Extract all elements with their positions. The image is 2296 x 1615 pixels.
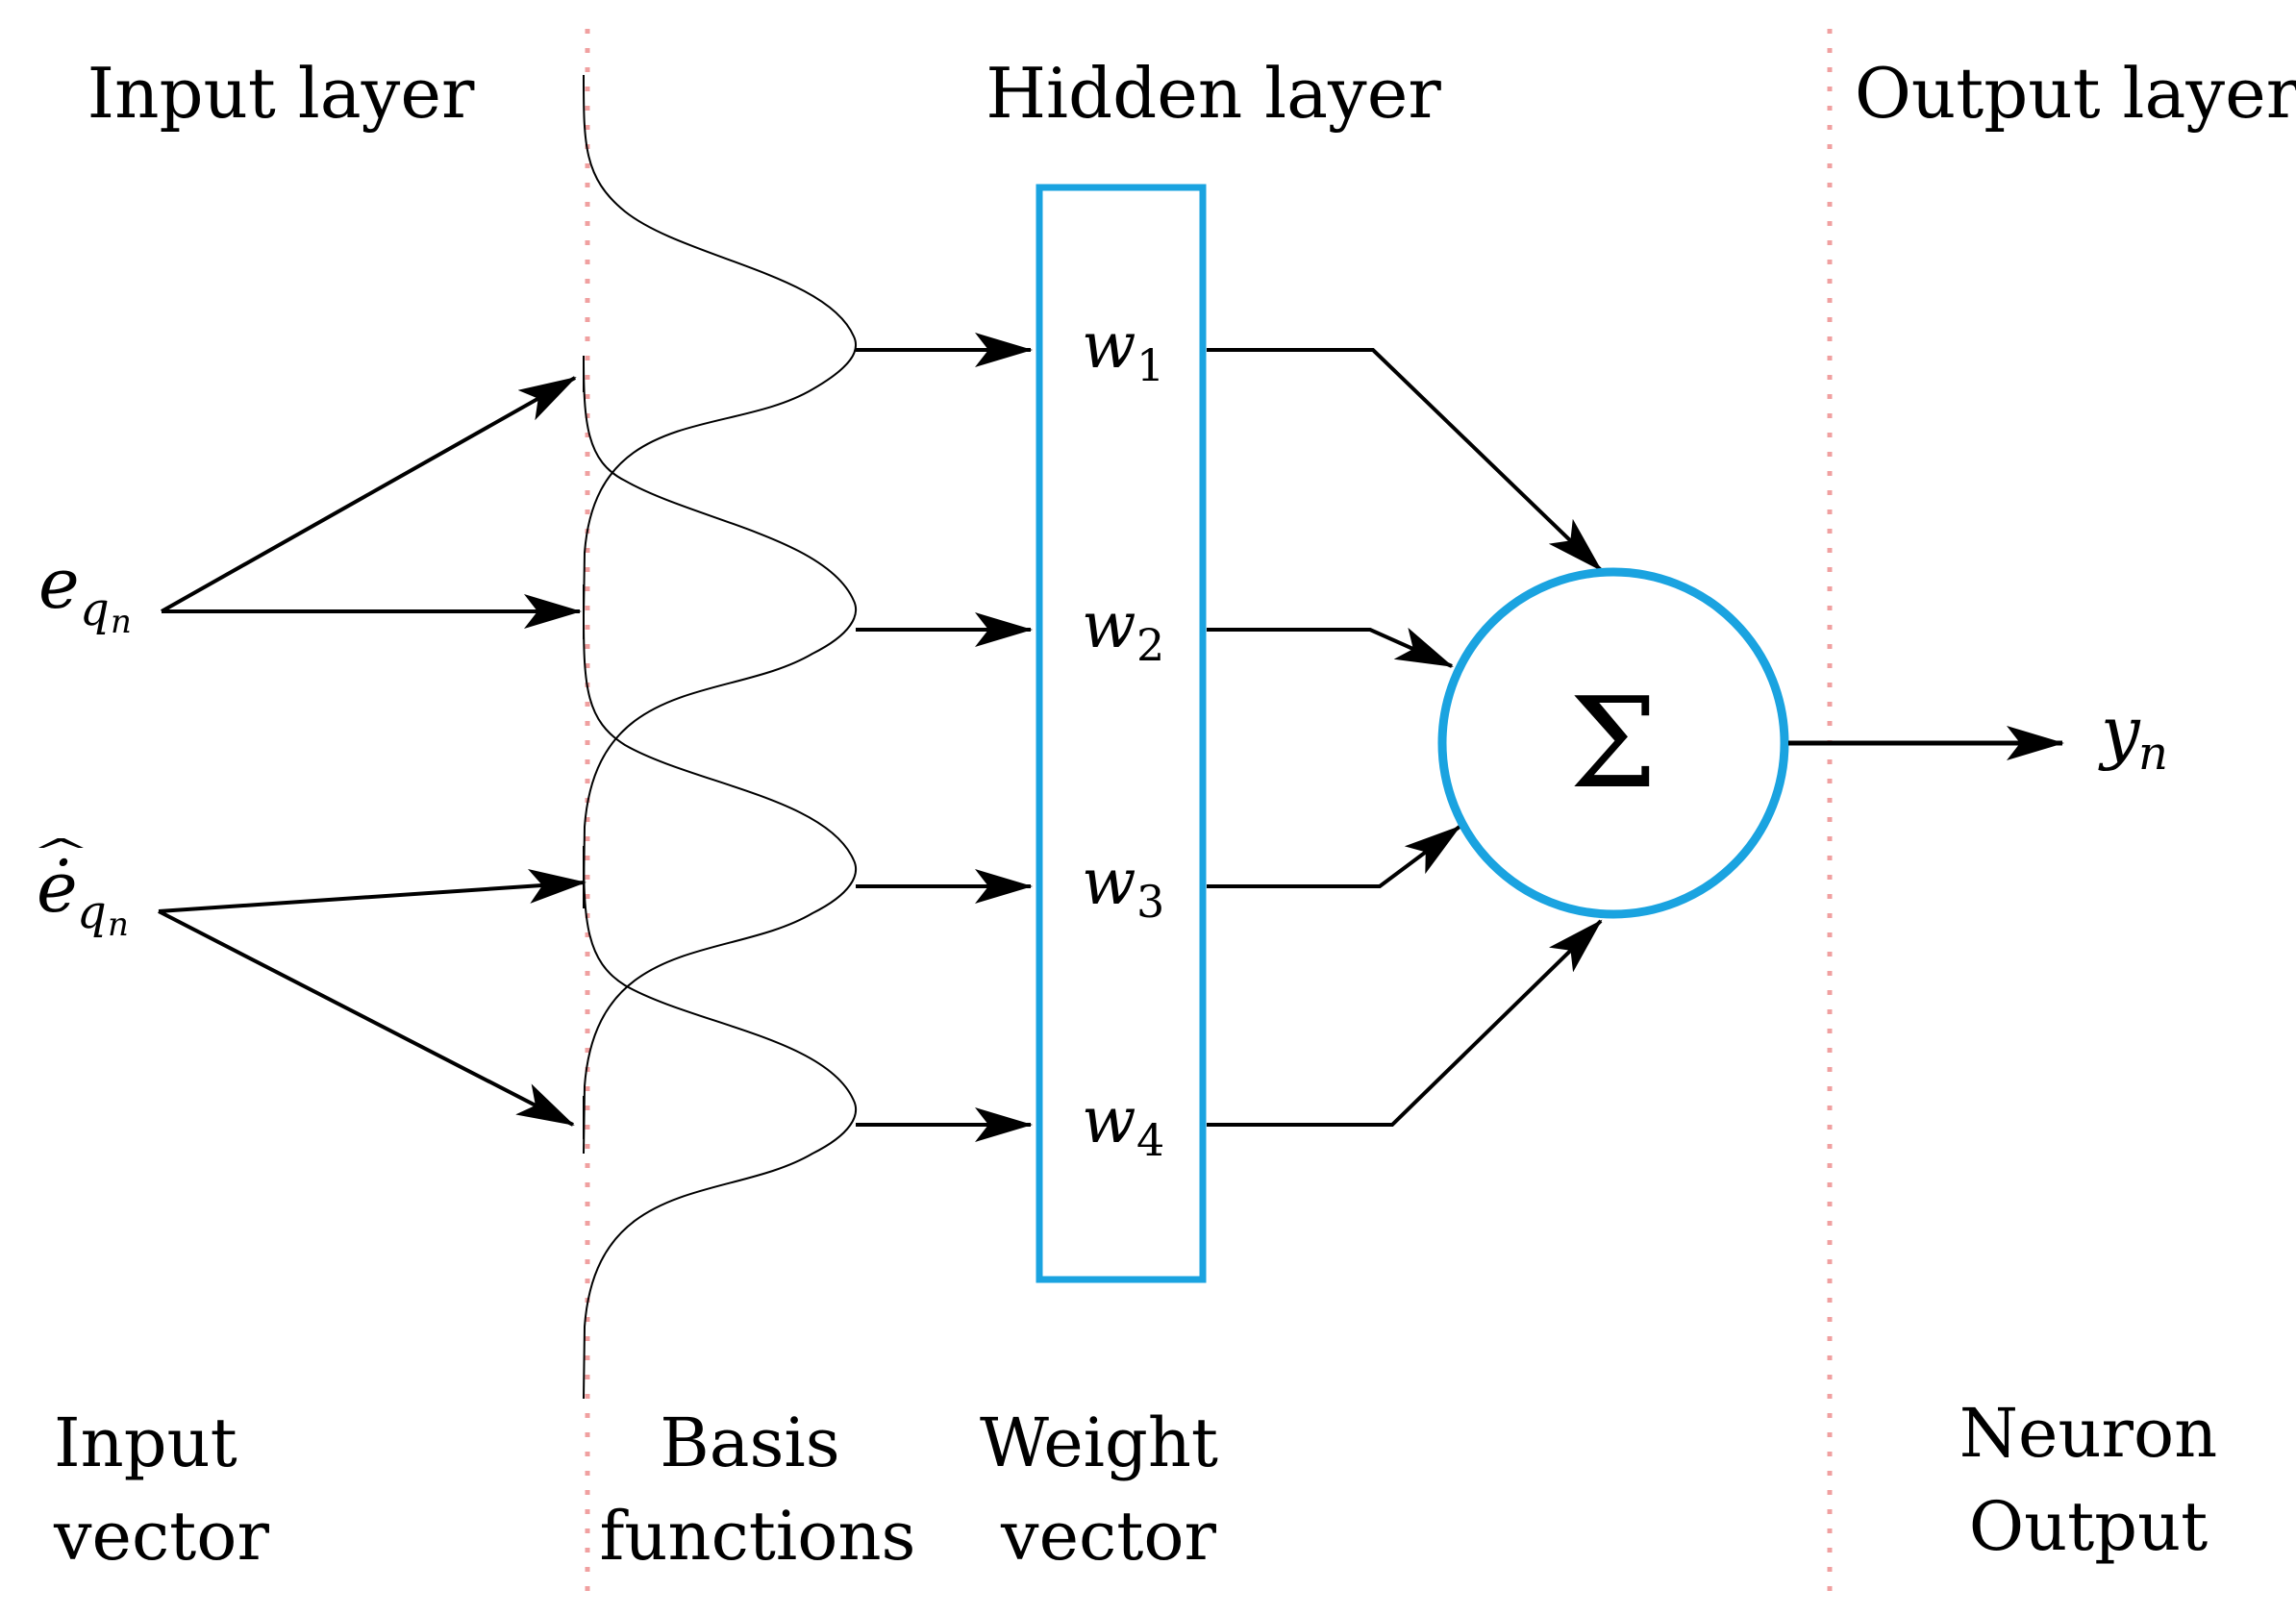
basis-curve-1 bbox=[583, 74, 858, 616]
arrow-w1-sum bbox=[1207, 348, 1603, 572]
weight-w3: w 3 bbox=[1082, 845, 1164, 928]
basis-curve-4 bbox=[583, 845, 858, 1400]
svg-text:1: 1 bbox=[1136, 339, 1164, 391]
input-vector-label: Input vector bbox=[53, 1404, 269, 1576]
svg-text:w: w bbox=[1082, 1083, 1136, 1157]
output-y: y n bbox=[2098, 691, 2168, 781]
svg-text:4: 4 bbox=[1136, 1114, 1164, 1166]
svg-text:Input: Input bbox=[54, 1404, 237, 1482]
output-layer-heading: Output layer bbox=[1855, 53, 2296, 134]
svg-text:w: w bbox=[1082, 588, 1136, 662]
weight-vector-box bbox=[1036, 184, 1207, 1283]
basis-curve-2 bbox=[583, 355, 858, 895]
svg-text:vector: vector bbox=[53, 1497, 269, 1576]
weight-w1: w 1 bbox=[1082, 309, 1164, 391]
sigma-symbol: Σ bbox=[1569, 670, 1658, 816]
input-e-dot-hat: ė ^ q n bbox=[31, 832, 129, 944]
svg-text:2: 2 bbox=[1136, 619, 1164, 671]
svg-text:ė: ė bbox=[37, 847, 78, 928]
weight-to-sum-arrows bbox=[1207, 348, 1603, 1127]
arrow-w2-sum bbox=[1207, 627, 1454, 668]
input-e: e q n bbox=[38, 543, 132, 641]
arrow-e-to-basis1 bbox=[161, 376, 577, 613]
hidden-layer-heading: Hidden layer bbox=[986, 53, 1441, 134]
svg-text:n: n bbox=[2138, 727, 2168, 781]
svg-text:q: q bbox=[80, 583, 110, 636]
svg-text:3: 3 bbox=[1136, 876, 1164, 928]
weight-w2: w 2 bbox=[1082, 588, 1164, 671]
arrow-w4-sum bbox=[1207, 919, 1603, 1127]
weight-w4: w 4 bbox=[1082, 1083, 1164, 1166]
basis-functions bbox=[583, 74, 858, 1400]
weight-vector-label: Weight vector bbox=[980, 1404, 1218, 1576]
svg-text:^: ^ bbox=[31, 832, 91, 872]
basis-to-weight-arrows bbox=[856, 333, 1033, 1142]
svg-text:n: n bbox=[108, 906, 129, 944]
svg-text:Neuron: Neuron bbox=[1959, 1394, 2217, 1473]
arrow-edot-to-basis3 bbox=[158, 868, 586, 913]
svg-text:Weight: Weight bbox=[980, 1404, 1218, 1482]
svg-text:w: w bbox=[1082, 845, 1136, 919]
svg-text:vector: vector bbox=[1000, 1497, 1216, 1576]
input-layer-heading: Input layer bbox=[87, 53, 475, 134]
svg-text:q: q bbox=[77, 885, 107, 939]
arrow-w3-sum bbox=[1207, 825, 1461, 888]
summation-neuron bbox=[1437, 567, 1789, 919]
svg-text:y: y bbox=[2098, 691, 2141, 772]
svg-text:e: e bbox=[38, 543, 80, 624]
neuron-output-label: Neuron Output bbox=[1959, 1394, 2217, 1566]
svg-text:functions: functions bbox=[600, 1497, 916, 1576]
svg-text:Output: Output bbox=[1969, 1487, 2209, 1566]
basis-curve-3 bbox=[583, 614, 858, 1155]
svg-text:n: n bbox=[111, 603, 132, 641]
basis-functions-label: Basis functions bbox=[600, 1404, 916, 1576]
input-arrows bbox=[158, 376, 586, 1127]
svg-text:w: w bbox=[1082, 309, 1136, 383]
svg-text:Basis: Basis bbox=[660, 1404, 839, 1482]
arrow-edot-to-basis4 bbox=[158, 909, 575, 1127]
